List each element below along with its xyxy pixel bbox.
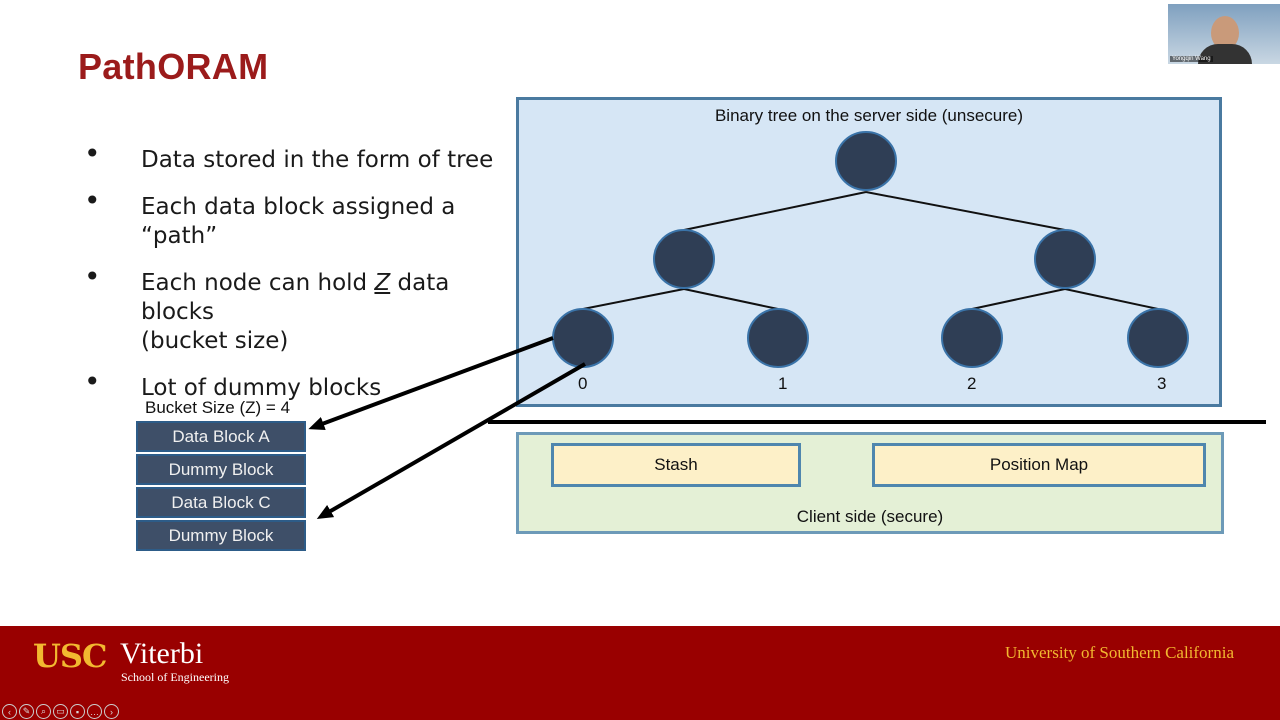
tree-nodes [552,131,1189,368]
tree-leaf-1 [747,308,809,368]
bullet-text-line2: (bucket size) [141,328,289,354]
bullet-item: • Each data block assigned a “path” [82,186,512,251]
more-icon[interactable]: … [87,704,102,719]
client-caption: Client side (secure) [796,507,944,526]
tree-leaf-2 [941,308,1003,368]
bullet-dot-icon: • [84,137,101,170]
university-name: University of Southern California [1005,643,1234,662]
bullet-text-pre: Each node can hold [141,270,375,296]
bucket-size-label: Bucket Size (Z) = 4 [145,398,291,417]
tree-edge [582,288,685,310]
bucket-block: Data Block A [136,421,306,452]
stash-box: Stash [551,443,801,487]
bullet-text-post: data blocks [141,270,450,325]
next-icon[interactable]: › [104,704,119,719]
prev-icon[interactable]: ‹ [2,704,17,719]
bullet-list: • Data stored in the form of tree • Each… [82,139,512,421]
leaf-label-0: 0 [578,374,588,393]
tree-edge [683,191,867,231]
bullet-dot-icon: • [84,260,101,293]
footer-bar [0,626,1280,720]
bullet-item: • Each node can hold Z data blocks (buck… [82,262,512,356]
captions-icon[interactable]: ▭ [53,704,68,719]
school-of-engineering-text: School of Engineering [121,670,229,684]
bullet-dot-icon: • [84,365,101,398]
tree-leaf-0 [552,308,614,368]
leaf-label-1: 1 [778,374,788,393]
bucket-block: Dummy Block [136,454,306,485]
zoom-icon[interactable]: ⌕ [36,704,51,719]
tree-edge [1064,288,1159,310]
tree-leaf-3 [1127,308,1189,368]
bucket-blocks: Data Block A Dummy Block Data Block C Du… [136,421,306,553]
presenter-name: Yongqin Wang [1170,56,1213,62]
tree-edge [971,288,1066,310]
tree-edge [683,288,779,310]
viterbi-logo-text: Viterbi [120,637,204,670]
bucket-block: Dummy Block [136,520,306,551]
webcam-thumbnail: Yongqin Wang [1168,4,1280,64]
position-map-box: Position Map [872,443,1206,487]
tree-edges [582,191,1159,310]
tree-edge [865,191,1066,231]
slide-title: PathORAM [78,46,269,87]
camera-icon[interactable]: ▪ [70,704,85,719]
player-controls: ‹ ✎ ⌕ ▭ ▪ … › [2,704,119,719]
tree-node-root [835,131,897,191]
bullet-z-var: Z [374,270,391,296]
leaf-label-3: 3 [1157,374,1167,393]
server-client-divider [488,420,1266,424]
pen-icon[interactable]: ✎ [19,704,34,719]
tree-node-left [653,229,715,289]
server-tree-caption: Binary tree on the server side (unsecure… [714,106,1024,125]
bullet-item: • Data stored in the form of tree [82,139,512,175]
bullet-text: Data stored in the form of tree [141,147,494,173]
usc-logo-text: USC [33,637,107,675]
leaf-label-2: 2 [967,374,977,393]
bullet-dot-icon: • [84,184,101,217]
bullet-text: Each data block assigned a “path” [141,194,456,249]
bucket-block: Data Block C [136,487,306,518]
tree-node-right [1034,229,1096,289]
